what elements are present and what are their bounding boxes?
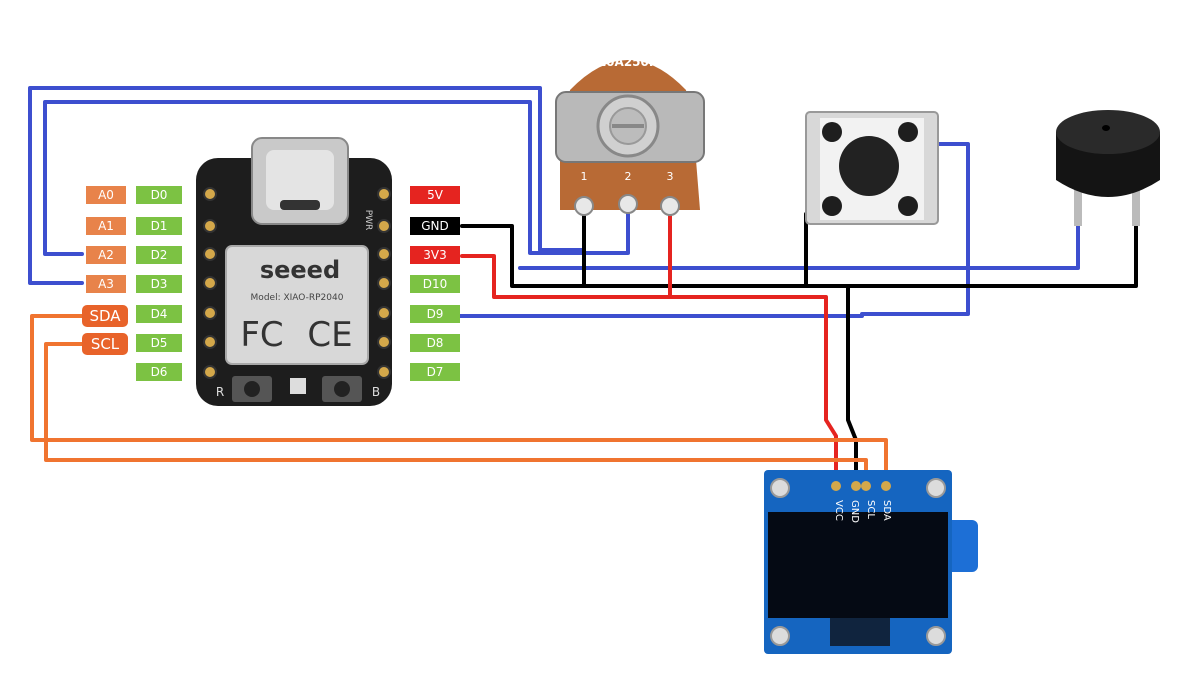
pin-d2: D2 [151,248,168,262]
pin-5v: 5V [427,188,444,202]
wire-3v3-rail [460,254,838,486]
pin-d6: D6 [151,365,168,379]
pin-d5: D5 [151,336,168,350]
xiao-brand: seeed [260,256,340,284]
wire-pot-to-a2 [43,100,630,256]
pin-d4: D4 [151,307,168,321]
oled-pin-gnd: GND [849,500,860,523]
oled-display: VCC GND SCL SDA [764,470,978,654]
wire-scl [44,342,868,486]
pin-gnd: GND [421,219,449,233]
xiao-model: Model: XIAO-RP2040 [251,293,344,303]
xiao-rp2040-board: seeed Model: XIAO-RP2040 FC CE PWR R B [196,137,392,406]
pot-label: 10A250K [598,55,659,69]
boot-mark: B [372,385,380,399]
wire-button-to-d9 [458,142,970,318]
wire-buzzer-signal [518,218,1080,270]
pot-pin-1-label: 1 [581,170,588,183]
pin-d7: D7 [427,365,444,379]
wire-sda [30,314,888,486]
pin-sda: SDA [89,307,121,325]
oled-pin-vcc: VCC [833,500,844,521]
pin-d10: D10 [423,277,448,291]
oled-pin-scl: SCL [865,500,876,519]
pin-d9: D9 [427,307,444,321]
reset-mark: R [216,385,224,399]
oled-screen [768,512,948,618]
right-pads [377,187,391,379]
buzzer [1056,110,1160,226]
ce-mark: CE [307,315,352,355]
wires [28,86,1138,486]
potentiometer: 10A250K 1 2 3 [555,55,705,216]
pin-d8: D8 [427,336,444,350]
left-pin-labels: A0 A1 A2 A3 SDA SCL D0 D1 D2 D3 D4 D5 D6 [82,186,182,381]
pin-a0: A0 [98,188,114,202]
pin-scl: SCL [91,335,120,353]
pin-3v3: 3V3 [423,248,446,262]
fcc-mark: FC [240,315,283,355]
tactile-button[interactable] [805,111,939,225]
pin-a1: A1 [98,219,114,233]
right-pin-labels: 5V GND 3V3 D10 D9 D8 D7 [410,186,460,381]
pin-d0: D0 [151,188,168,202]
rgb-led [290,378,306,394]
pot-pin-2-label: 2 [625,170,632,183]
rf-shield [225,245,369,365]
pwr-mark: PWR [363,210,373,231]
pot-pin-3-label: 3 [667,170,674,183]
left-pads [203,187,217,379]
button-cap[interactable] [839,136,899,196]
oled-ribbon [944,520,978,572]
pin-d3: D3 [151,277,168,291]
pin-a2: A2 [98,248,114,262]
pin-d1: D1 [151,219,168,233]
oled-pin-sda: SDA [881,500,892,521]
pin-a3: A3 [98,277,114,291]
